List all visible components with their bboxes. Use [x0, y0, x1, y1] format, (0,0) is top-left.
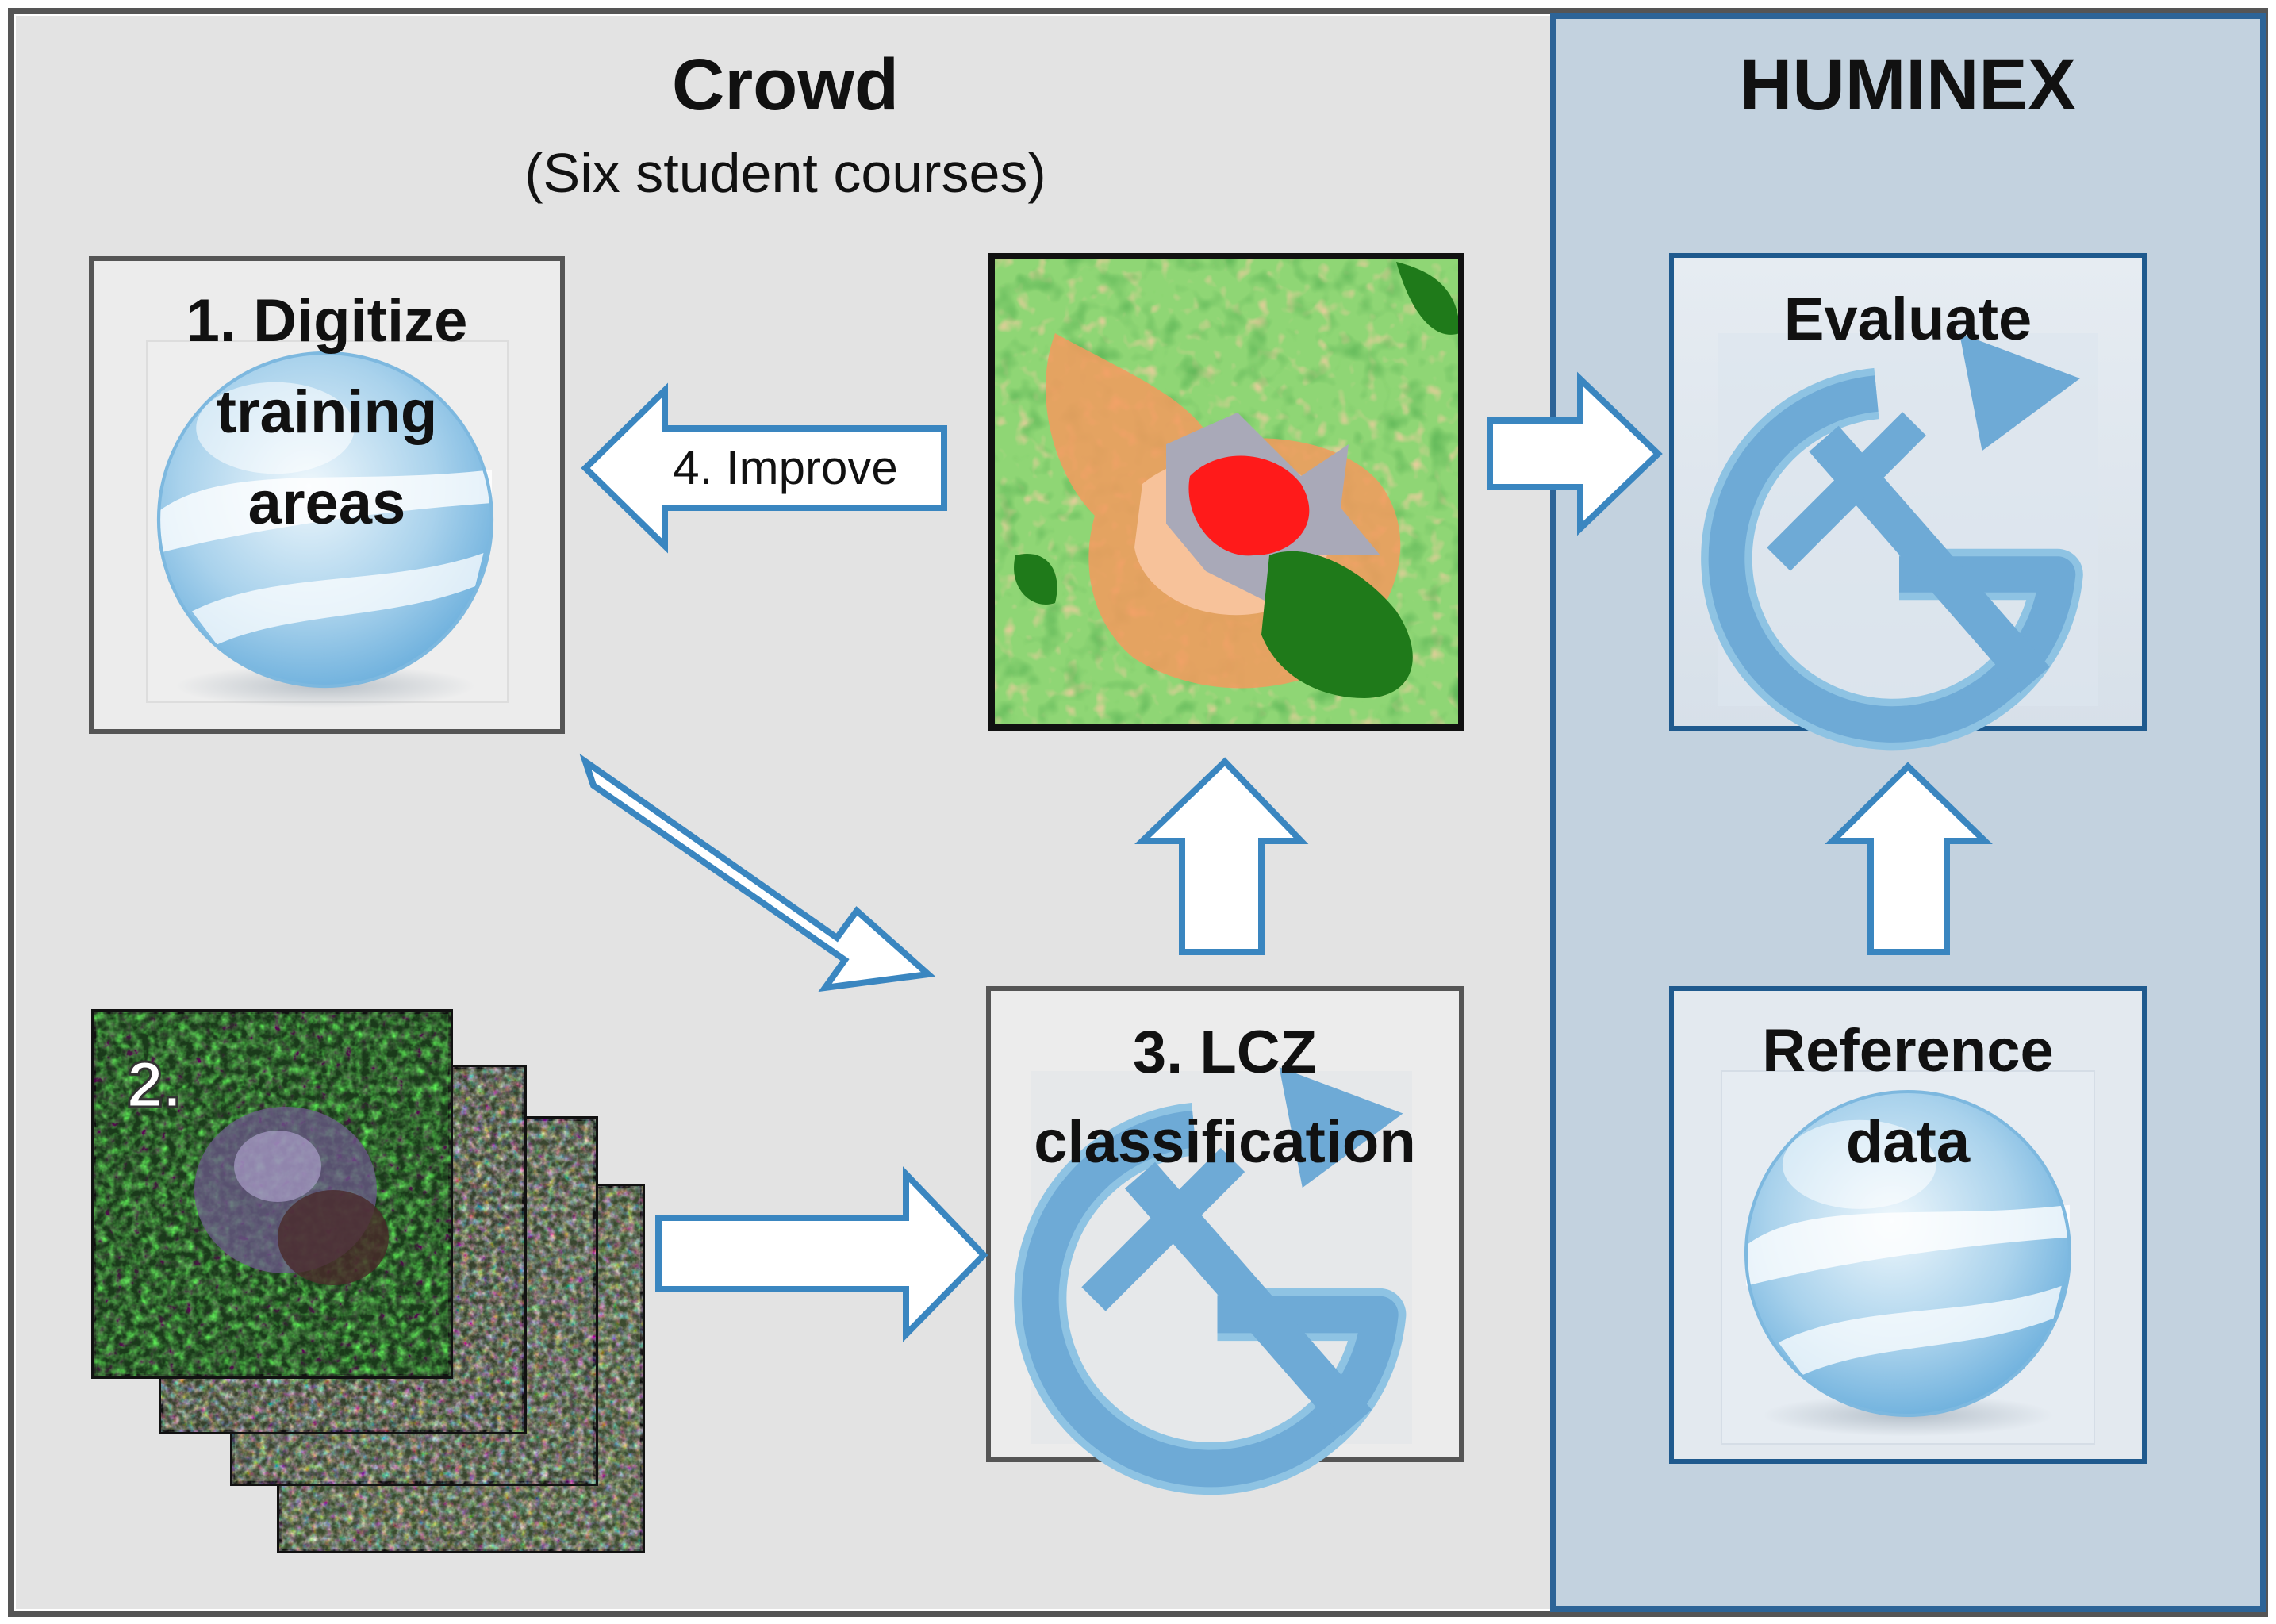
reference-data-box: Reference data: [1669, 986, 2147, 1464]
reference-label-line1: Reference: [1762, 1017, 2054, 1085]
lcz-to-map-arrow: [1134, 757, 1309, 955]
lcz-classification-box: 3. LCZ classification: [986, 986, 1464, 1469]
digitize-label-line1: 1. Digitize: [186, 287, 468, 355]
huminex-title: HUMINEX: [1740, 44, 2076, 125]
reference-label-line2: data: [1846, 1108, 1971, 1176]
lcz-label-line1: 3. LCZ: [1133, 1019, 1317, 1086]
diagonal-arrow: [579, 753, 936, 992]
lcz-map-thumbnail: [988, 253, 1464, 731]
digitize-label-line3: areas: [248, 470, 406, 537]
improve-arrow: 4. Improve: [581, 382, 947, 554]
stack-to-lcz-arrow: [655, 1166, 988, 1342]
evaluate-label: Evaluate: [1784, 286, 2032, 353]
evaluate-box: Evaluate: [1669, 253, 2147, 728]
digitize-box: 1. Digitize training areas: [89, 256, 565, 734]
crowd-subtitle: (Six student courses): [524, 142, 1046, 204]
crowd-title: Crowd: [672, 44, 899, 125]
digitize-label-line2: training: [217, 378, 438, 446]
satellite-image-stack-icon: 2.: [91, 1009, 645, 1553]
map-to-evaluate-arrow: [1487, 371, 1663, 536]
lcz-label-line2: classification: [1034, 1108, 1416, 1176]
step2-label: 2.: [127, 1049, 181, 1121]
improve-label: 4. Improve: [673, 441, 897, 494]
reference-to-evaluate-arrow: [1825, 762, 1993, 955]
